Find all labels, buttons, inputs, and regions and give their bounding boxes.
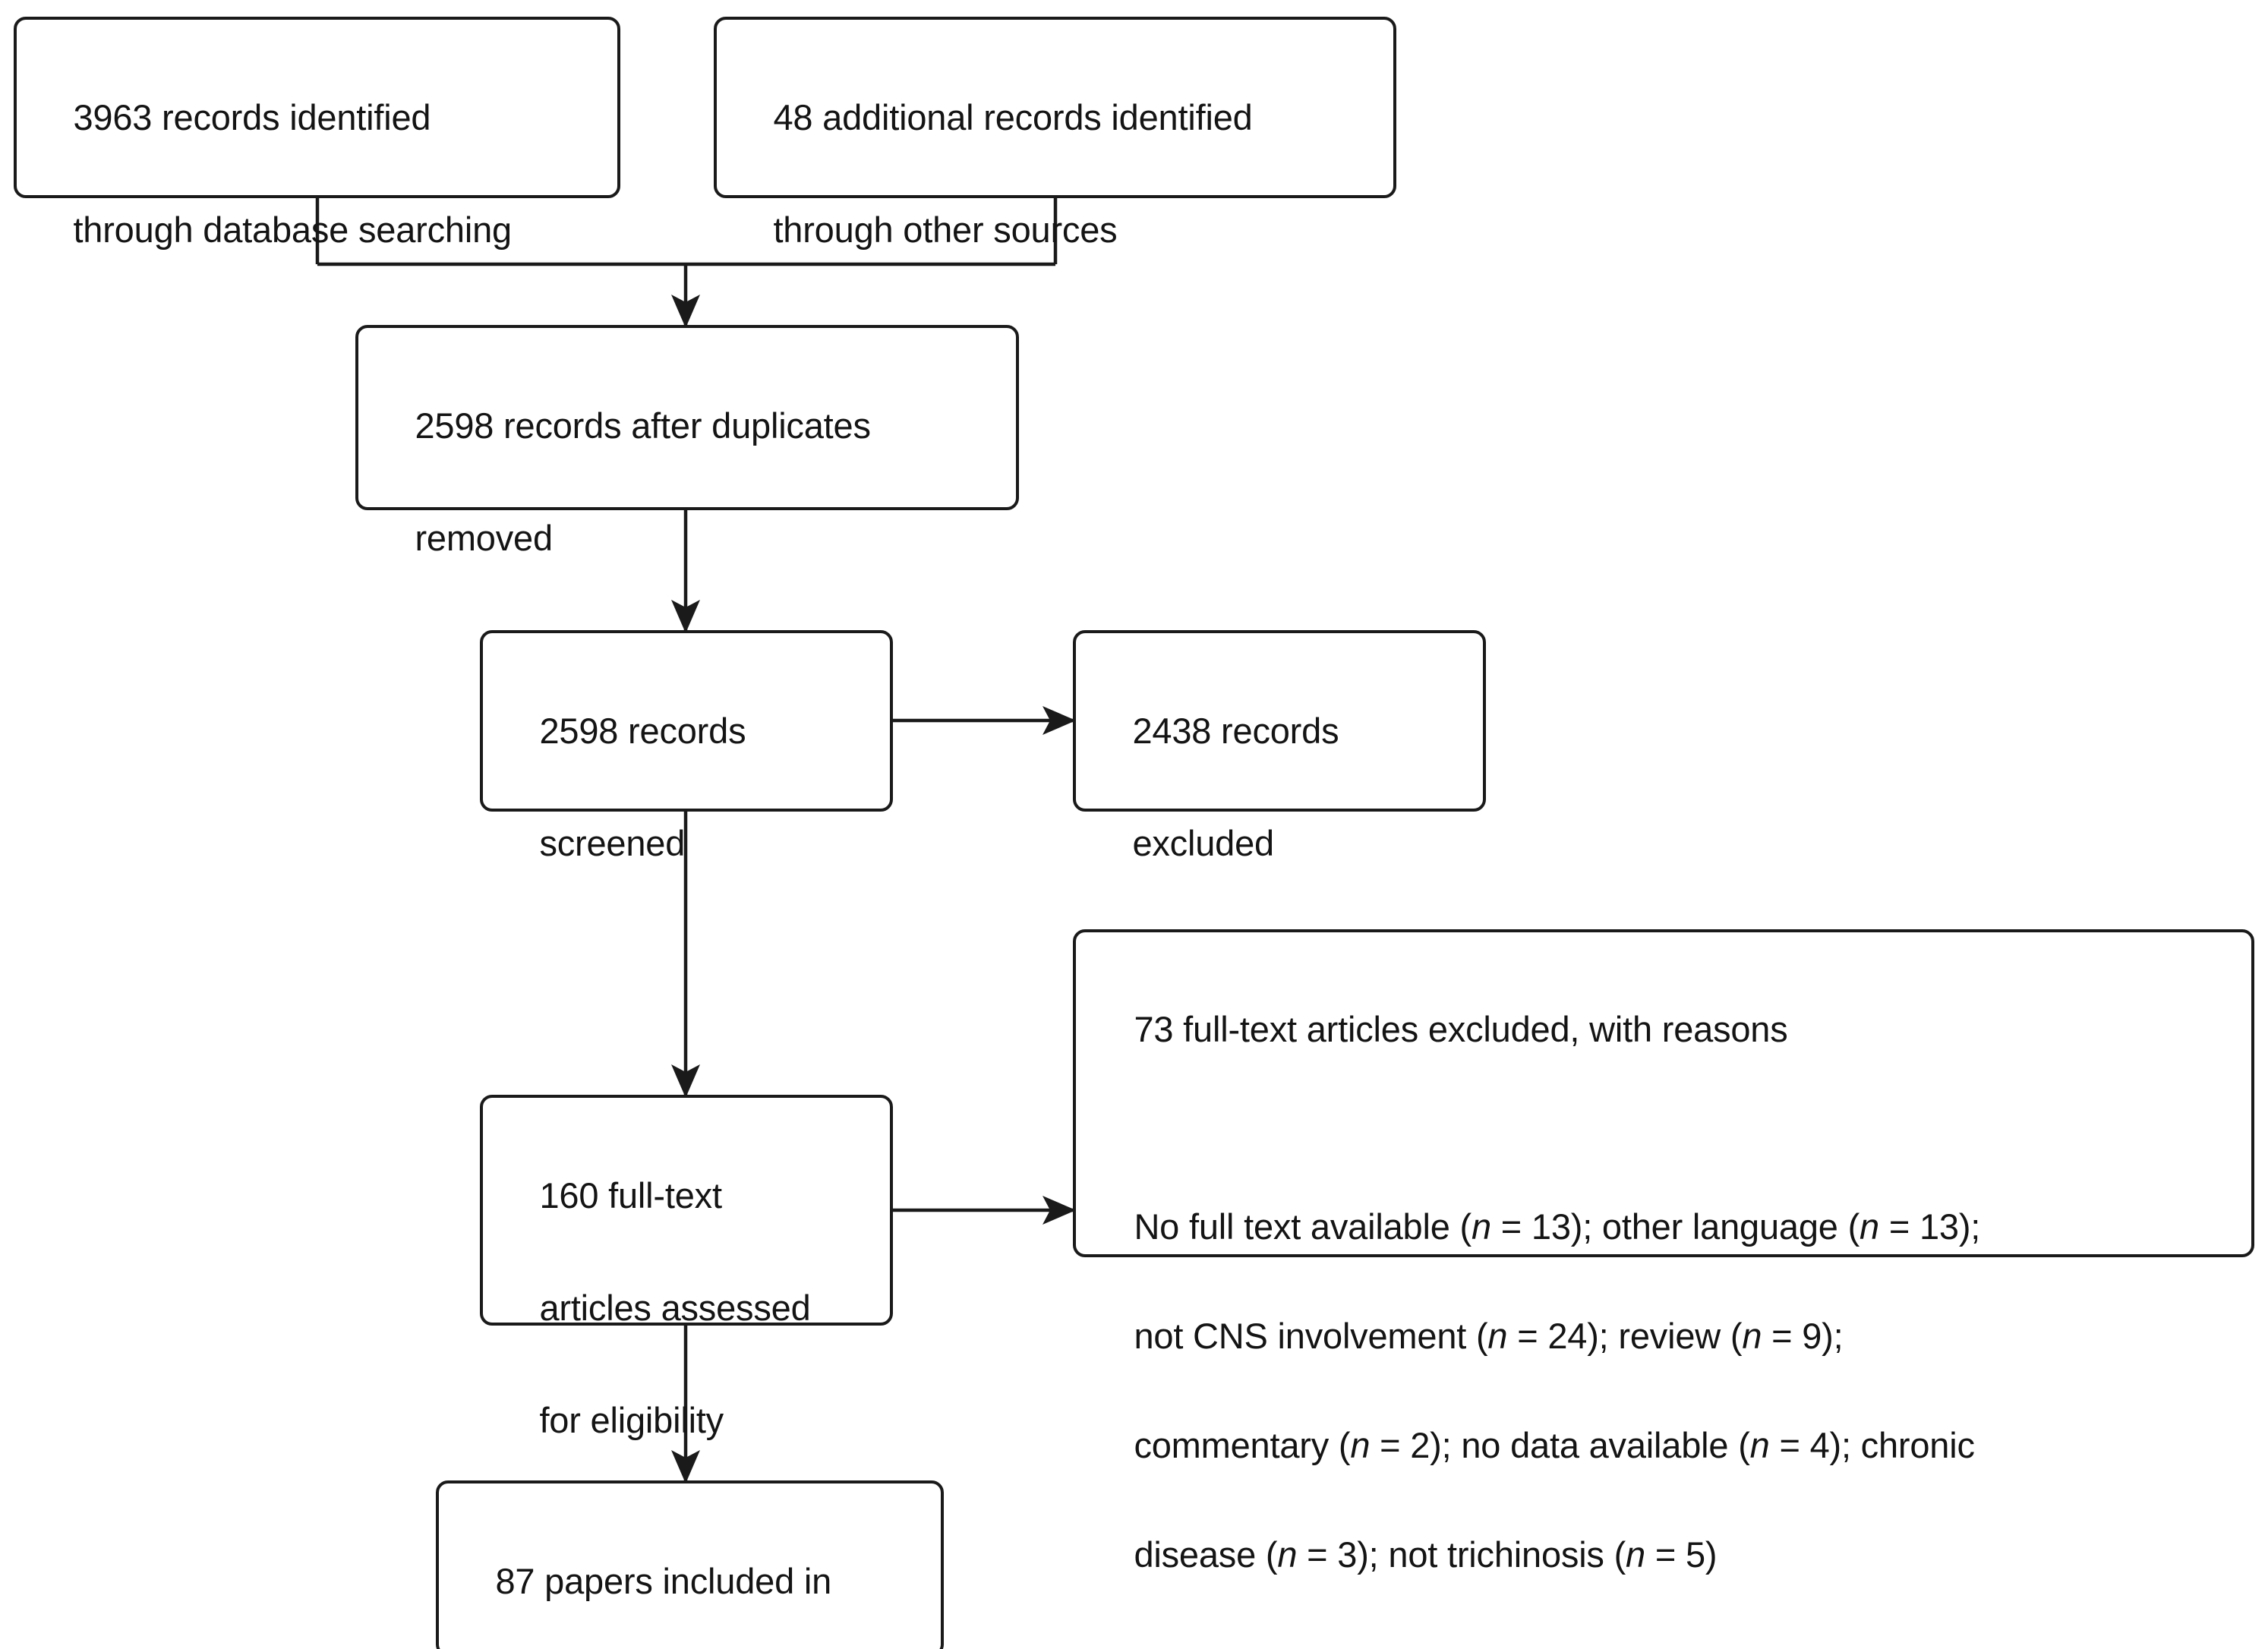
box-papers-included[interactable] bbox=[436, 1480, 944, 1649]
box-records-excluded[interactable] bbox=[1073, 630, 1486, 812]
arrowhead-to-reasons bbox=[1043, 1196, 1076, 1225]
box-records-screened[interactable] bbox=[480, 630, 893, 812]
box-fulltext-excluded-reasons[interactable] bbox=[1073, 929, 2254, 1257]
arrowhead-to-included bbox=[671, 1450, 700, 1483]
arrowhead-to-excluded bbox=[1043, 706, 1076, 735]
box-identified-other[interactable] bbox=[714, 17, 1396, 198]
box-identified-database[interactable] bbox=[14, 17, 620, 198]
arrowhead-to-fulltext bbox=[671, 1064, 700, 1098]
box-duplicates-removed[interactable] bbox=[355, 325, 1019, 510]
box-fulltext-assessed[interactable] bbox=[480, 1095, 893, 1326]
arrowhead-to-duplicates bbox=[671, 295, 700, 328]
arrowhead-to-screened bbox=[671, 600, 700, 633]
